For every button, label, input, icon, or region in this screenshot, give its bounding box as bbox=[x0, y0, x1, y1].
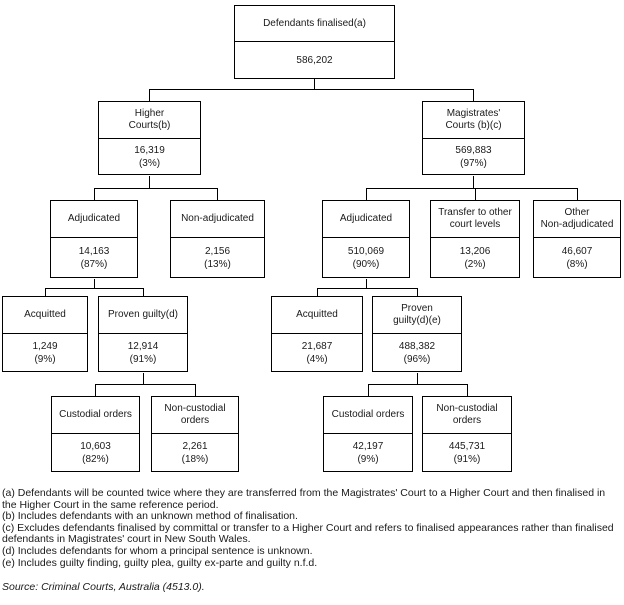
node-percent: (9%) bbox=[357, 453, 379, 465]
node-count: 42,197 bbox=[352, 440, 384, 452]
node-value: 510,069 (90%) bbox=[323, 238, 409, 277]
node-value: 569,883 (97%) bbox=[423, 139, 524, 174]
node-mag-adjudicated: Adjudicated 510,069 (90%) bbox=[322, 200, 410, 278]
node-count: 586,202 bbox=[296, 54, 333, 66]
node-higher-adjudicated: Adjudicated 14,163 (87%) bbox=[50, 200, 138, 278]
node-label: Custodial orders bbox=[324, 397, 412, 434]
node-higher-courts: Higher Courts(b) 16,319 (3%) bbox=[98, 101, 201, 175]
node-percent: (13%) bbox=[204, 258, 231, 270]
node-percent: (9%) bbox=[34, 353, 56, 365]
node-count: 2,156 bbox=[204, 245, 231, 257]
node-mag-other-non-adjudicated: Other Non-adjudicated 46,607 (8%) bbox=[533, 200, 621, 278]
node-count: 445,731 bbox=[448, 440, 486, 452]
node-percent: (96%) bbox=[403, 353, 431, 365]
node-mag-proven-guilty: Proven guilty(d)(e) 488,382 (96%) bbox=[372, 296, 462, 372]
node-count: 569,883 bbox=[455, 144, 492, 156]
node-label: Non-custodial orders bbox=[423, 397, 511, 434]
node-value: 2,261 (18%) bbox=[152, 434, 238, 471]
node-value: 12,914 (91%) bbox=[99, 334, 187, 371]
node-count: 12,914 bbox=[127, 340, 159, 352]
node-value: 445,731 (91%) bbox=[423, 434, 511, 471]
node-higher-custodial-orders: Custodial orders 10,603 (82%) bbox=[51, 396, 140, 472]
node-higher-non-adjudicated: Non-adjudicated 2,156 (13%) bbox=[170, 200, 265, 278]
node-count: 46,607 bbox=[561, 245, 593, 257]
node-label: Magistrates' Courts (b)(c) bbox=[423, 102, 524, 139]
node-value: 13,206 (2%) bbox=[431, 238, 519, 277]
node-value: 488,382 (96%) bbox=[373, 334, 461, 371]
node-count: 14,163 bbox=[78, 245, 110, 257]
node-value: 1,249 (9%) bbox=[3, 334, 87, 371]
node-percent: (91%) bbox=[129, 353, 157, 365]
node-count: 510,069 bbox=[347, 245, 385, 257]
footnote-b: (b) Includes defendants with an unknown … bbox=[2, 510, 298, 523]
node-count: 2,261 bbox=[182, 440, 208, 452]
node-mag-acquitted: Acquitted 21,687 (4%) bbox=[271, 296, 363, 372]
defendants-finalised-flowchart: Defendants finalised(a) 586,202 Higher C… bbox=[2, 5, 621, 472]
footnote-d: (d) Includes defendants for whom a princ… bbox=[2, 544, 313, 557]
node-value: 14,163 (87%) bbox=[51, 238, 137, 277]
node-higher-proven-guilty: Proven guilty(d) 12,914 (91%) bbox=[98, 296, 188, 372]
node-label: Transfer to other court levels bbox=[431, 201, 519, 238]
node-value: 46,607 (8%) bbox=[534, 238, 620, 277]
node-label: Acquitted bbox=[272, 297, 362, 334]
node-count: 1,249 bbox=[32, 340, 58, 352]
node-higher-acquitted: Acquitted 1,249 (9%) bbox=[2, 296, 88, 372]
node-value: 2,156 (13%) bbox=[171, 238, 264, 277]
footnotes: (a) Defendants will be counted twice whe… bbox=[0, 483, 624, 569]
node-count: 16,319 bbox=[134, 144, 165, 156]
node-label: Defendants finalised(a) bbox=[235, 6, 394, 42]
node-label: Adjudicated bbox=[51, 201, 137, 238]
node-percent: (18%) bbox=[181, 453, 209, 465]
node-label: Proven guilty(d)(e) bbox=[373, 297, 461, 334]
connector-lines bbox=[45, 79, 578, 396]
source-line: Source: Criminal Courts, Australia (4513… bbox=[2, 581, 205, 594]
node-percent: (8%) bbox=[566, 258, 588, 270]
node-percent: (4%) bbox=[306, 353, 328, 365]
node-percent: (82%) bbox=[82, 453, 109, 465]
node-label: Other Non-adjudicated bbox=[534, 201, 620, 238]
footnote-c: (c) Excludes defendants finalised by com… bbox=[2, 521, 614, 546]
node-mag-custodial-orders: Custodial orders 42,197 (9%) bbox=[323, 396, 413, 472]
node-defendants-finalised: Defendants finalised(a) 586,202 bbox=[234, 5, 395, 79]
node-label: Adjudicated bbox=[323, 201, 409, 238]
footnote-e: (e) Includes guilty finding, guilty plea… bbox=[2, 556, 318, 569]
node-count: 488,382 bbox=[398, 340, 436, 352]
node-value: 16,319 (3%) bbox=[99, 139, 200, 174]
node-percent: (87%) bbox=[80, 258, 108, 270]
node-count: 10,603 bbox=[80, 440, 111, 452]
node-percent: (3%) bbox=[138, 157, 161, 169]
node-label: Proven guilty(d) bbox=[99, 297, 187, 334]
node-mag-transfer-other-courts: Transfer to other court levels 13,206 (2… bbox=[430, 200, 520, 278]
node-count: 21,687 bbox=[301, 340, 333, 352]
footnote-a: (a) Defendants will be counted twice whe… bbox=[2, 487, 606, 511]
node-label: Acquitted bbox=[3, 297, 87, 334]
node-percent: (90%) bbox=[352, 258, 380, 270]
node-count: 13,206 bbox=[459, 245, 491, 257]
node-value: 586,202 bbox=[235, 42, 394, 78]
node-label: Non-adjudicated bbox=[171, 201, 264, 238]
node-label: Non-custodial orders bbox=[152, 397, 238, 434]
node-value: 21,687 (4%) bbox=[272, 334, 362, 371]
node-magistrates-courts: Magistrates' Courts (b)(c) 569,883 (97%) bbox=[422, 101, 525, 175]
node-label: Higher Courts(b) bbox=[99, 102, 200, 139]
node-percent: (2%) bbox=[464, 258, 486, 270]
node-mag-non-custodial-orders: Non-custodial orders 445,731 (91%) bbox=[422, 396, 512, 472]
node-value: 10,603 (82%) bbox=[52, 434, 139, 471]
node-higher-non-custodial-orders: Non-custodial orders 2,261 (18%) bbox=[151, 396, 239, 472]
node-percent: (91%) bbox=[453, 453, 481, 465]
node-percent: (97%) bbox=[460, 157, 487, 169]
node-value: 42,197 (9%) bbox=[324, 434, 412, 471]
node-label: Custodial orders bbox=[52, 397, 139, 434]
